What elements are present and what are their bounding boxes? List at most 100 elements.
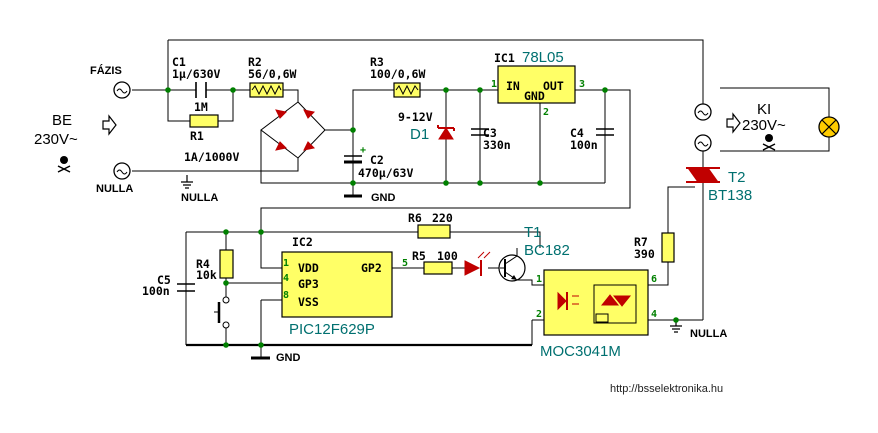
resistor-r7 xyxy=(661,232,675,263)
neutral-label-left: NULLA xyxy=(96,183,133,195)
zener-d1 xyxy=(437,125,455,140)
r3-value: 100/0,6W xyxy=(370,67,425,81)
bridge-rectifier xyxy=(260,101,326,159)
c5-value: 100n xyxy=(142,284,170,298)
ic2-name: IC2 xyxy=(292,235,313,249)
c1-value: 1µ/630V xyxy=(172,67,221,81)
opto-pin4: 4 xyxy=(651,309,657,320)
neutral-label-right: NULLA xyxy=(690,328,727,340)
r2-name: R2 xyxy=(248,55,262,69)
terminal-neutral xyxy=(113,162,131,180)
resistor-r1 xyxy=(189,114,219,128)
ic1-type: 78L05 xyxy=(522,49,564,66)
ic2-vss: VSS xyxy=(298,295,319,309)
ic2-pin4: 4 xyxy=(283,273,289,284)
ic1-gnd: GND xyxy=(524,89,545,103)
ic2-gp3: GP3 xyxy=(298,277,319,291)
c4-value: 100n xyxy=(570,138,598,152)
opto-type: MOC3041M xyxy=(540,343,621,360)
r3-name: R3 xyxy=(370,55,384,69)
input-arrow-icon xyxy=(102,114,117,136)
r6-value: 220 xyxy=(432,211,453,225)
ic1-pin3: 3 xyxy=(579,79,585,90)
ic1-out: OUT xyxy=(543,79,564,93)
r4-value: 10k xyxy=(196,268,217,282)
pushbutton-icon xyxy=(214,296,230,329)
r5-value: 100 xyxy=(437,249,458,263)
capacitor-c2 xyxy=(344,155,362,164)
footer-url: http://bsselektronika.hu xyxy=(610,383,723,395)
triac-t2 xyxy=(686,167,720,183)
ic1-pin2: 2 xyxy=(543,107,549,118)
output-voltage: 230V~ xyxy=(742,117,786,134)
c2-plus-sign: + xyxy=(360,145,366,156)
t2-type: BT138 xyxy=(708,187,752,204)
led-icon xyxy=(464,251,491,276)
capacitor-c5 xyxy=(177,283,195,292)
c2-name: C2 xyxy=(370,153,384,167)
opto-pin6: 6 xyxy=(651,274,657,285)
gnd-label-1: GND xyxy=(371,192,396,204)
ic2-pin1: 1 xyxy=(283,258,289,269)
r5-name: R5 xyxy=(412,249,426,263)
ic2-vdd: VDD xyxy=(298,261,319,275)
gnd-label-2: GND xyxy=(276,352,301,364)
d1-name: D1 xyxy=(410,126,429,143)
resistor-r5 xyxy=(423,261,453,275)
r1-value: 1M xyxy=(194,100,208,114)
r4-name: R4 xyxy=(196,257,210,271)
danger-skull-icon-left xyxy=(57,156,71,173)
terminal-phase xyxy=(113,81,131,99)
optocoupler xyxy=(543,269,649,336)
d1-value: 9-12V xyxy=(398,110,433,124)
c3-value: 330n xyxy=(483,138,511,152)
r7-name: R7 xyxy=(634,235,648,249)
r7-value: 390 xyxy=(634,247,655,261)
ic1-in: IN xyxy=(506,79,520,93)
opto-pin1: 1 xyxy=(536,274,542,285)
terminal-out-2 xyxy=(694,134,712,152)
ic1-pin1: 1 xyxy=(491,79,497,90)
ic1-regulator xyxy=(497,65,576,104)
ic1-name: IC1 xyxy=(494,51,515,65)
transistor-t1 xyxy=(498,248,526,282)
ic2-microcontroller xyxy=(281,251,393,318)
input-label: BE xyxy=(52,112,72,129)
ic2-type: PIC12F629P xyxy=(289,321,375,338)
resistor-r2 xyxy=(249,82,284,98)
c3-name: C3 xyxy=(483,126,497,140)
ic2-gp2: GP2 xyxy=(361,261,382,275)
resistor-r6 xyxy=(417,224,451,239)
junction-dots xyxy=(165,87,679,348)
capacitor-c1 xyxy=(195,82,207,98)
lamp-icon xyxy=(818,116,840,138)
terminal-out-1 xyxy=(694,103,712,121)
input-voltage: 230V~ xyxy=(34,131,78,148)
danger-skull-icon-right xyxy=(762,134,776,151)
r2-value: 56/0,6W xyxy=(248,67,297,81)
output-label: KI xyxy=(757,101,771,118)
r1-name: R1 xyxy=(190,129,204,143)
r6-name: R6 xyxy=(408,211,422,225)
c2-value: 470µ/63V xyxy=(358,166,413,180)
t1-type: BC182 xyxy=(524,242,570,259)
t1-name: T1 xyxy=(524,224,542,241)
opto-pin2: 2 xyxy=(536,309,542,320)
neutral-label-gnd: NULLA xyxy=(181,192,218,204)
capacitor-c3 xyxy=(471,128,489,136)
phase-label: FÁZIS xyxy=(90,64,122,77)
bridge-value: 1A/1000V xyxy=(184,150,239,164)
c4-name: C4 xyxy=(570,126,584,140)
output-arrow-icon xyxy=(726,112,741,134)
ic2-pin8: 8 xyxy=(283,290,289,301)
c5-name: C5 xyxy=(157,273,171,287)
ic2-pin5: 5 xyxy=(402,258,408,269)
resistor-r4 xyxy=(219,249,234,279)
t2-name: T2 xyxy=(728,169,746,186)
ground-symbol xyxy=(181,175,682,360)
capacitor-c4 xyxy=(596,128,614,136)
c1-name: C1 xyxy=(172,55,186,69)
resistor-r3 xyxy=(393,82,421,98)
